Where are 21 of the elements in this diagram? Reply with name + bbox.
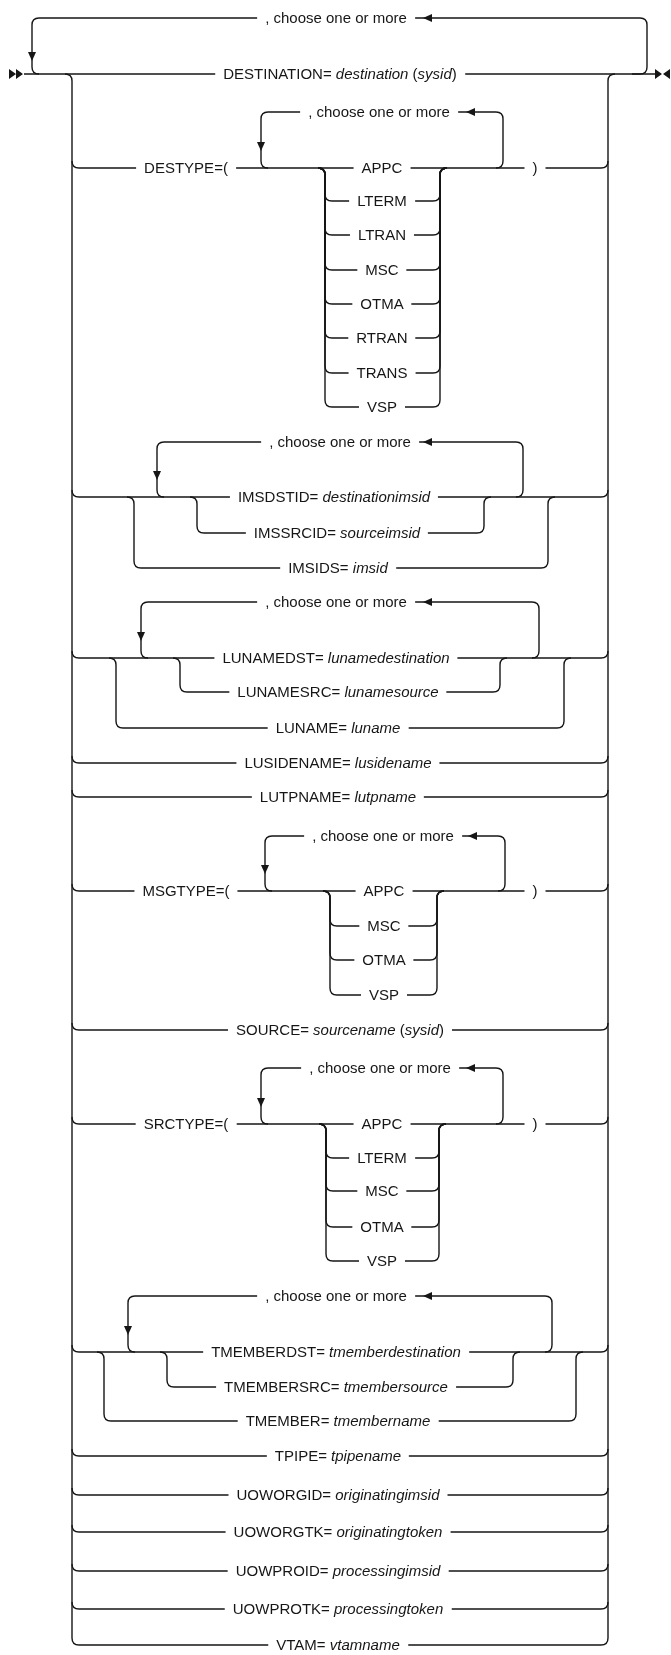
repeat-label: , choose one or more [261, 433, 419, 451]
repeat-label: , choose one or more [304, 827, 462, 845]
syntax-keyword: UOWORGID= originatingimsid [228, 1486, 448, 1504]
syntax-keyword: TPIPE= tpipename [266, 1447, 410, 1465]
closing-parenthesis: ) [524, 1115, 546, 1133]
syntax-keyword: SOURCE= sourcename (sysid) [228, 1021, 452, 1039]
syntax-keyword: SRCTYPE=( [135, 1115, 237, 1133]
syntax-keyword: UOWPROTK= processingtoken [224, 1600, 452, 1618]
syntax-keyword: UOWPROID= processingimsid [227, 1562, 449, 1580]
syntax-keyword: DESTINATION= destination (sysid) [215, 65, 465, 83]
repeat-label: , choose one or more [257, 593, 415, 611]
repeat-label: , choose one or more [301, 1059, 459, 1077]
syntax-keyword: UOWORGTK= originatingtoken [225, 1523, 451, 1541]
repeat-label: , choose one or more [257, 9, 415, 27]
syntax-keyword: LUTPNAME= lutpname [251, 788, 425, 806]
syntax-keyword: MSGTYPE=( [134, 882, 238, 900]
closing-parenthesis: ) [524, 159, 546, 177]
syntax-keyword: DESTYPE=( [136, 159, 236, 177]
repeat-label: , choose one or more [257, 1287, 415, 1305]
closing-parenthesis: ) [524, 882, 546, 900]
repeat-label: , choose one or more [300, 103, 458, 121]
